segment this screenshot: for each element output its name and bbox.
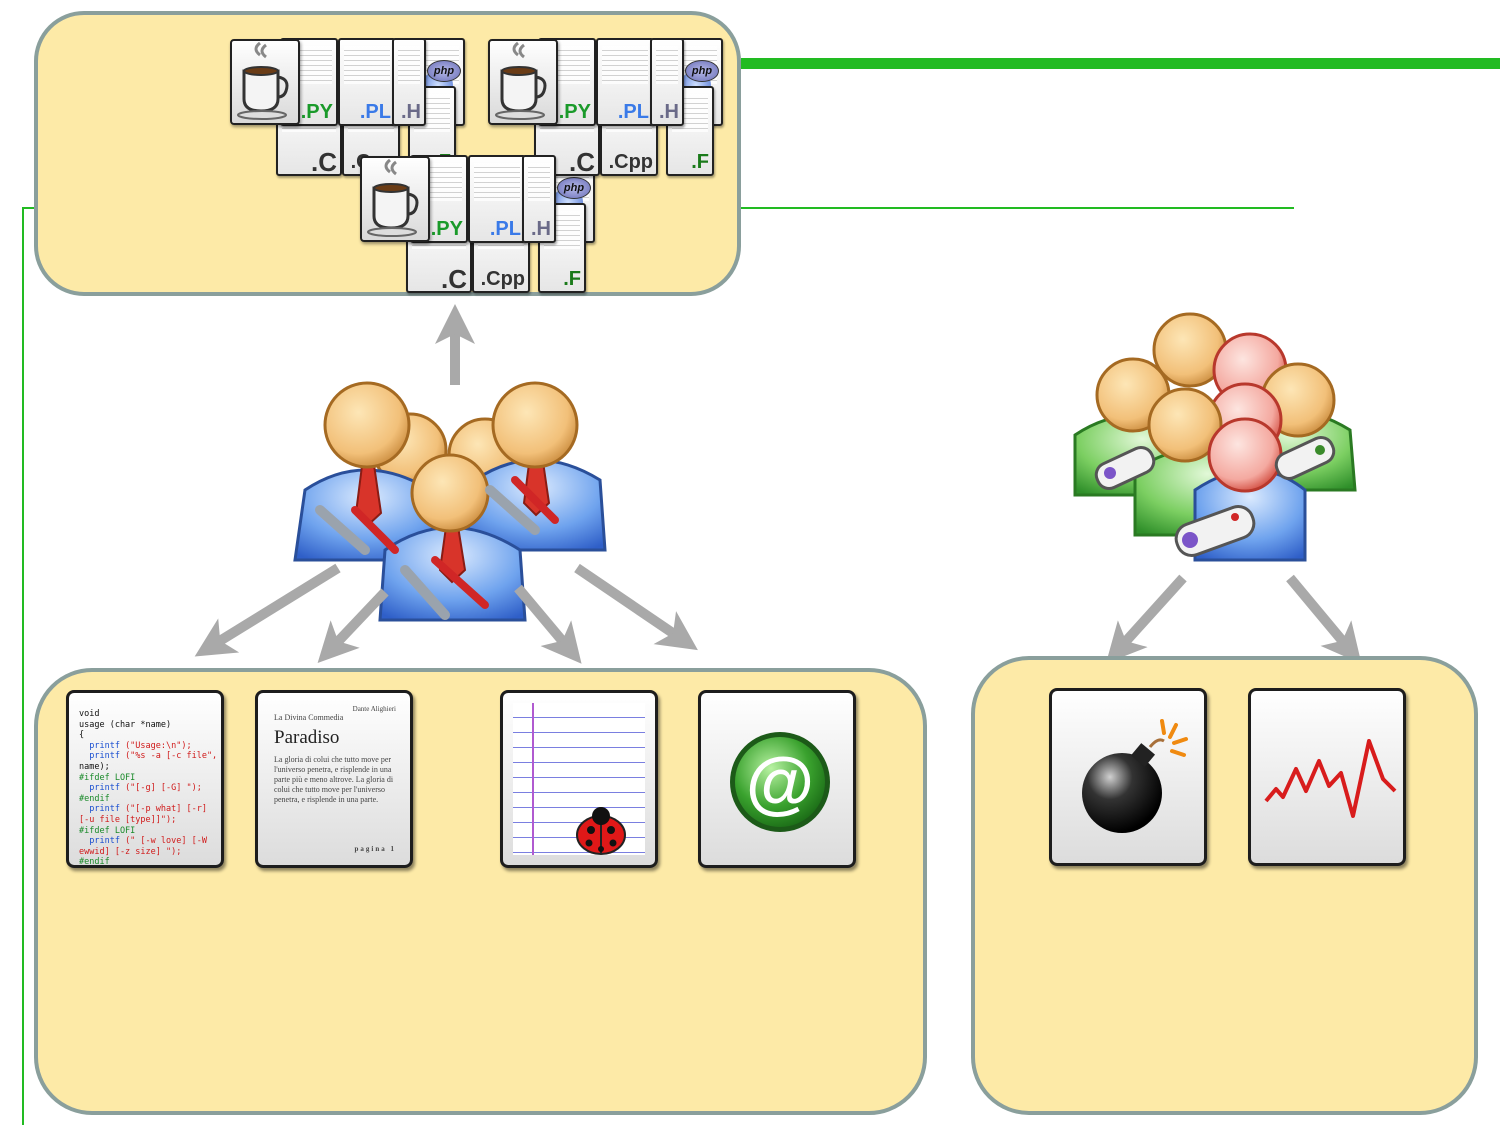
connector-line-left-stub	[22, 207, 36, 209]
arrow-to-perf-tile	[1286, 574, 1362, 664]
file-extension-label: .F	[563, 268, 581, 290]
code-line: printf ("[-g] [-G] ");	[79, 783, 202, 794]
line-graph-graphic	[1264, 739, 1397, 818]
file-extension-label: .C	[441, 264, 467, 293]
wrench-screwdriver-icon	[315, 476, 559, 620]
line-graph-icon	[1248, 688, 1406, 866]
bug-report-icon	[500, 690, 658, 868]
file-extension-label: .C	[569, 147, 595, 176]
email-at-icon: @	[698, 690, 856, 868]
developers-group-icon	[293, 381, 607, 622]
code-line: #endif	[79, 857, 110, 868]
java-cup-icon	[488, 39, 558, 125]
file-extension-label: .Cpp	[480, 268, 525, 290]
file-extension-label: .C	[311, 147, 337, 176]
source-file-icon: .PL	[596, 38, 654, 126]
source-file-icon: .H	[522, 155, 556, 243]
at-glyph: @	[746, 743, 814, 821]
file-extension-label: .H	[531, 218, 551, 240]
arrow-to-mail-tile	[574, 563, 698, 651]
document-body: La gloria di colui che tutto move per l'…	[274, 755, 394, 804]
code-line: printf ("%s -a [-c file",	[79, 751, 218, 762]
code-line: printf ("[-p what] [-r]	[79, 804, 207, 815]
code-line: void	[79, 709, 100, 719]
file-extension-label: .PY	[300, 101, 333, 123]
document-page-number: pagina 1	[354, 845, 396, 853]
file-extension-label: .PL	[359, 101, 391, 123]
file-extension-label: .Cpp	[608, 151, 653, 173]
connector-line-top	[741, 58, 1500, 69]
arrow-to-bug-tile	[514, 584, 582, 664]
ladybug-icon	[576, 807, 626, 855]
file-extension-label: .PY	[430, 218, 463, 240]
source-file-stack: php.C.Cpp.F.PY.PL.H	[488, 10, 723, 176]
code-line: #ifdef LOFI	[79, 772, 136, 783]
code-line: ewwid] [-z size] ");	[79, 846, 182, 857]
code-line: #ifdef LOFI	[79, 825, 136, 836]
source-file-icon: .H	[650, 38, 684, 126]
arrow-to-document-tile	[317, 588, 389, 664]
file-extension-label: .H	[401, 101, 421, 123]
code-line: usage (char *name)	[79, 719, 172, 730]
document-title: Paradiso	[274, 727, 340, 748]
bomb-icon	[1049, 688, 1207, 866]
file-extension-label: .PL	[489, 218, 521, 240]
document-author: Dante Alighieri	[352, 705, 396, 713]
code-line: name);	[79, 761, 110, 772]
file-extension-label: .PL	[617, 101, 649, 123]
document-work: La Divina Commedia	[274, 713, 344, 722]
gamers-group-icon	[1073, 312, 1357, 562]
code-line: printf (" [-w love] [-W	[79, 836, 207, 847]
file-extension-label: .PY	[558, 101, 591, 123]
code-line: #endif	[79, 793, 110, 804]
source-file-icon: .PL	[338, 38, 396, 126]
connector-line-mid	[741, 207, 1294, 209]
source-file-icon: .F	[666, 86, 714, 176]
file-extension-label: .F	[691, 151, 709, 173]
arrow-to-crash-tile	[1105, 574, 1187, 664]
file-extension-label: .H	[659, 101, 679, 123]
code-line: [-u file [type]]");	[79, 814, 177, 825]
source-file-icon: .PL	[468, 155, 526, 243]
arrow-to-code-tile	[194, 563, 341, 657]
gamepad-icon	[1094, 435, 1336, 557]
java-cup-icon	[230, 39, 300, 125]
connector-line-left	[22, 207, 24, 1125]
source-file-icon: .H	[392, 38, 426, 126]
at-sign-badge: @	[730, 732, 830, 832]
code-line: printf ("Usage:\n");	[79, 740, 192, 751]
java-cup-icon	[360, 156, 430, 242]
code-line: {	[79, 730, 85, 741]
document-icon: Dante Alighieri La Divina Commedia Parad…	[255, 690, 413, 868]
bomb-graphic	[1082, 719, 1188, 833]
